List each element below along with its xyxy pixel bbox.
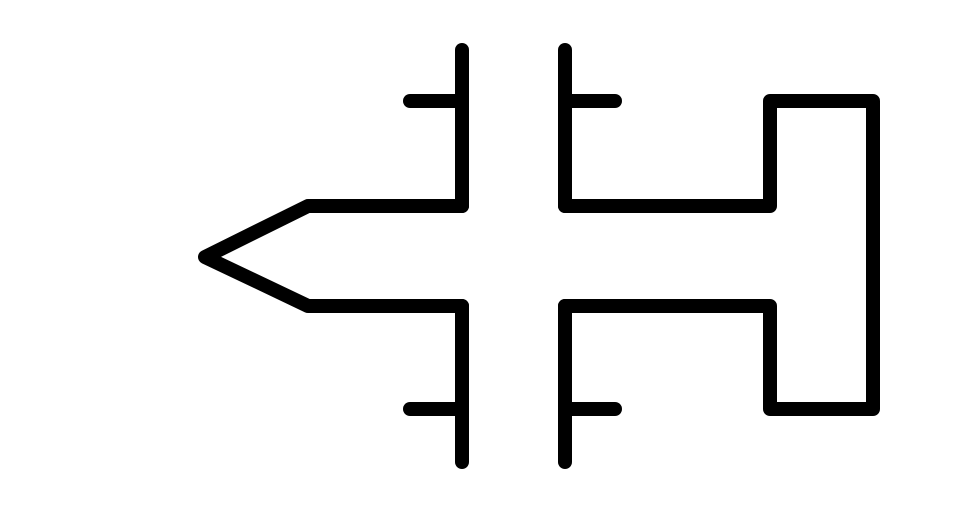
right-end-loop <box>558 94 880 416</box>
left-half <box>198 43 469 469</box>
right-half <box>558 43 880 469</box>
pointed-tip <box>198 199 469 313</box>
